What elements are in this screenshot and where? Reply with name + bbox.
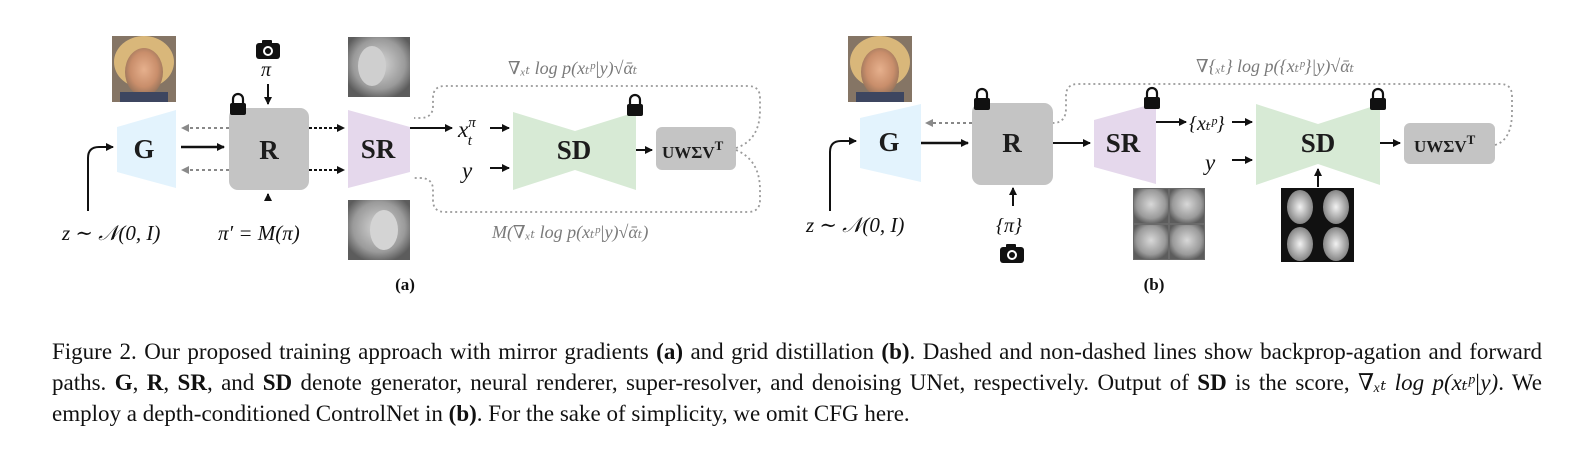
- y-label: y: [460, 158, 473, 183]
- camera-icon: [1000, 244, 1024, 263]
- lock-icon: [230, 92, 246, 115]
- sketch-face-top: [348, 37, 410, 97]
- sketch-face-bottom: [348, 200, 410, 260]
- gradient-top-label: ∇ₓₜ log p(xₜᵖ|y)√ᾱₜ: [508, 58, 638, 79]
- pi-prime-label: π′ = M(π): [218, 221, 300, 245]
- super-resolver-label: SR: [361, 134, 396, 164]
- panel-a-label: (a): [395, 275, 415, 294]
- panel-a: π G R SR SD: [61, 36, 761, 294]
- gradient-top-label: ∇{ₓₜ} log p({xₜᵖ}|y)√ᾱₜ: [1196, 56, 1355, 77]
- renderer-label: R: [259, 135, 279, 165]
- unet-block: [1256, 104, 1380, 185]
- renderer-label: R: [1002, 128, 1022, 158]
- unet-label: SD: [1301, 128, 1336, 158]
- z-prior-label: z ∼ 𝒩(0, I): [805, 213, 904, 237]
- unet-block: [513, 112, 636, 190]
- face-photo: [848, 36, 912, 102]
- figure-diagram: π G R SR SD: [61, 36, 1513, 294]
- super-resolver-label: SR: [1106, 128, 1141, 158]
- svd-box: [656, 127, 736, 170]
- panel-b-label: (b): [1144, 275, 1165, 294]
- super-resolver-block: [348, 110, 410, 188]
- camera-icon: [256, 40, 280, 59]
- pi-label: π: [261, 59, 272, 81]
- score-formula: ∇ₓₜ log p(xₜᵖ|y): [1358, 370, 1499, 395]
- svd-box: [1404, 123, 1495, 164]
- lock-icon: [1144, 86, 1160, 109]
- depth-grid-image: [1281, 188, 1354, 262]
- lock-icon: [627, 93, 643, 116]
- figure-caption: Figure 2. Our proposed training approach…: [52, 339, 1543, 426]
- renderer-block: [229, 108, 309, 190]
- generator-label: G: [133, 134, 154, 164]
- pi-set-label: {π}: [996, 215, 1022, 237]
- y-label: y: [1203, 150, 1216, 175]
- svd-label: UWΣVT: [1414, 132, 1476, 156]
- renderer-block: [972, 103, 1053, 185]
- generator-block: [860, 104, 921, 182]
- face-photo: [112, 36, 176, 102]
- svd-label: UWΣVT: [662, 138, 724, 162]
- xt-set-label: {xₜᵖ}: [1189, 113, 1224, 135]
- generator-label: G: [878, 127, 899, 157]
- panel-b: G R SR SD UWΣVT: [805, 36, 1513, 294]
- gradient-bottom-label: M(∇ₓₜ log p(xₜᵖ|y)√ᾱₜ): [491, 222, 648, 243]
- figure-number: Figure 2.: [52, 339, 137, 364]
- generator-block: [117, 110, 176, 188]
- lock-icon: [1370, 87, 1386, 110]
- lock-icon: [974, 87, 990, 110]
- unet-label: SD: [557, 135, 592, 165]
- super-resolver-block: [1094, 103, 1156, 184]
- z-prior-label: z ∼ 𝒩(0, I): [61, 221, 160, 245]
- sketch-grid-image: [1133, 188, 1205, 260]
